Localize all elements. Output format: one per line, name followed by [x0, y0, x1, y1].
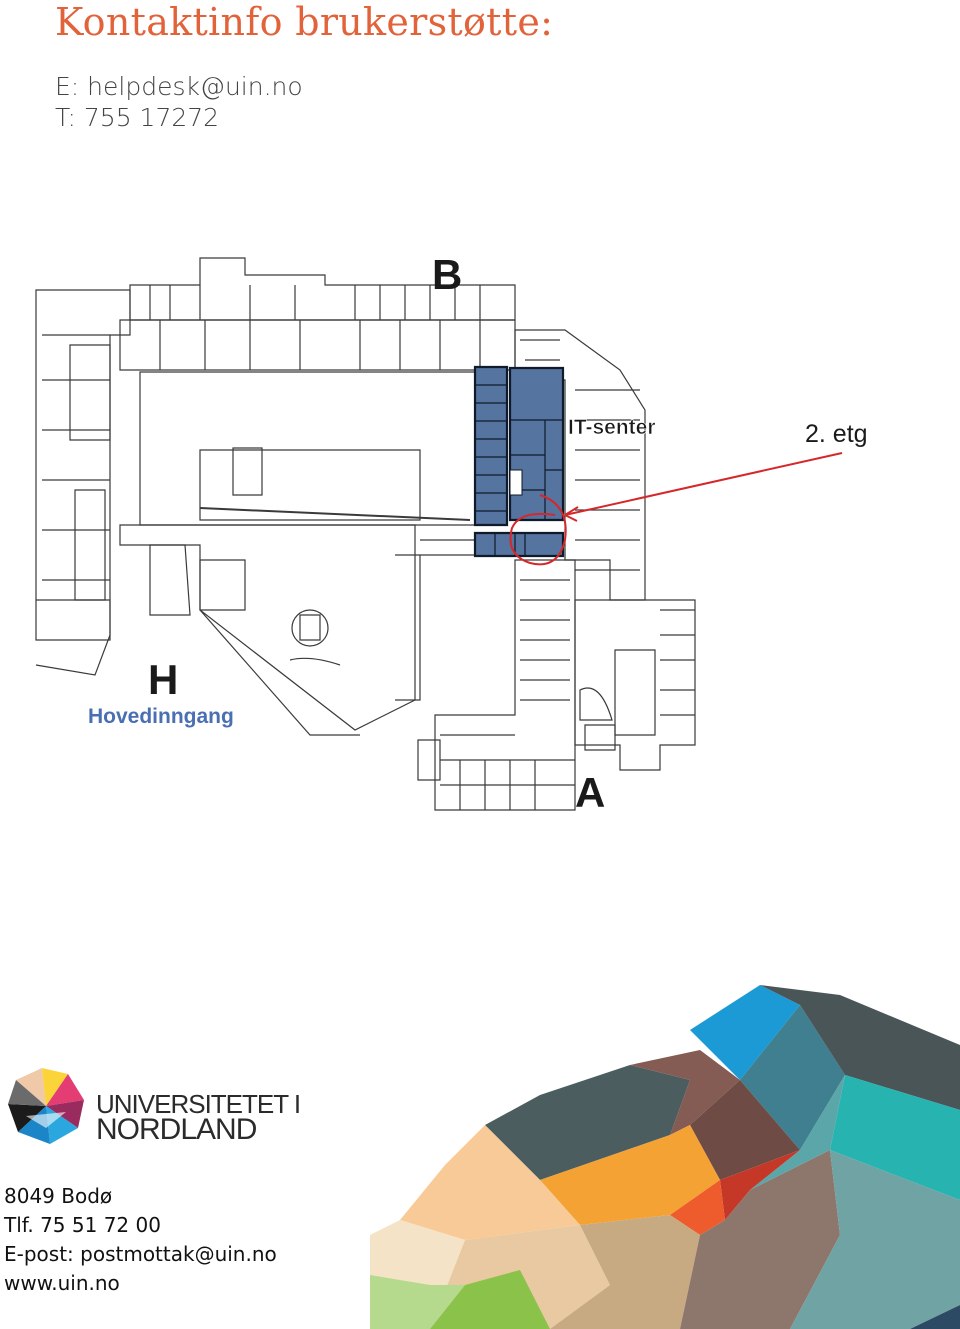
helpdesk-email: E: helpdesk@uin.no	[55, 72, 303, 101]
label-main-entrance: Hovedinngang	[88, 705, 234, 728]
pointer-arrow	[564, 452, 843, 516]
helpdesk-phone: T: 755 17272	[55, 103, 220, 132]
footer-address: 8049 Bodø	[4, 1184, 113, 1208]
location-marker	[509, 452, 843, 566]
footer-website: www.uin.no	[4, 1271, 120, 1295]
label-wing-a: A	[575, 769, 605, 816]
label-it-senter: IT-senter	[568, 416, 656, 439]
decorative-lowpoly-art	[370, 985, 960, 1329]
stair-cutout	[509, 469, 523, 496]
it-senter-highlight	[473, 365, 565, 558]
university-logo-mark	[8, 1068, 84, 1144]
logo-line-1: UNIVERSITETET I	[96, 1089, 301, 1119]
label-floor: 2. etg	[805, 420, 868, 448]
footer-phone: Tlf. 75 51 72 00	[4, 1213, 161, 1237]
label-wing-b: B	[432, 251, 462, 298]
floor-plan-map: B H A IT-senter 2. etg Hovedinngang	[35, 251, 868, 816]
logo-line-2: NORDLAND	[96, 1113, 257, 1146]
it-senter-room-dividers	[475, 384, 563, 556]
page-title: Kontaktinfo brukerstøtte:	[55, 0, 554, 44]
label-wing-h: H	[148, 656, 178, 703]
footer-email: E-post: postmottak@uin.no	[4, 1242, 277, 1266]
